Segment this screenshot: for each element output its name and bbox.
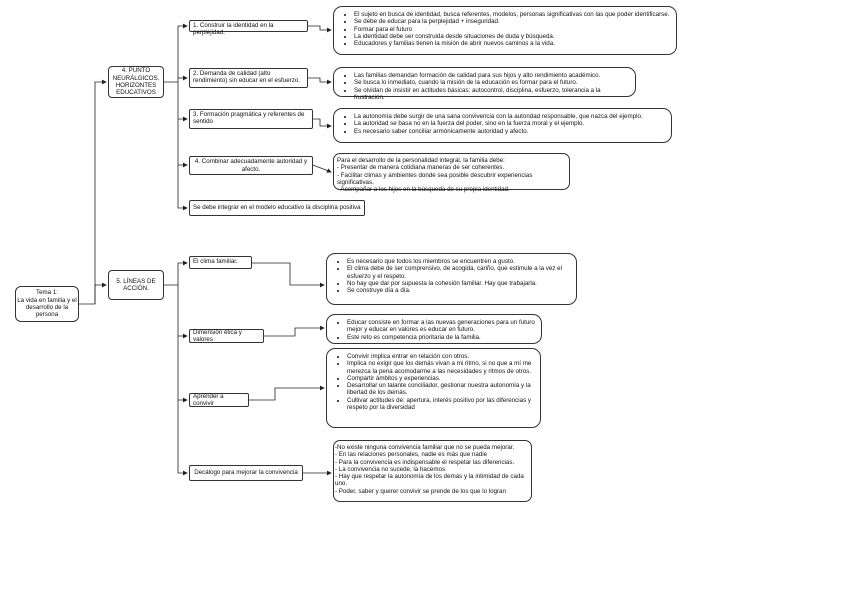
branch-clima-familiar: El clima familiar. bbox=[189, 256, 252, 269]
root-topic: Tema 1: La vida en familia y el desarrol… bbox=[15, 286, 79, 322]
detail-item: Cultivar actitudes de: apertura, interés… bbox=[347, 397, 534, 412]
connector-line bbox=[177, 400, 188, 476]
branch-formacion-pragmatica: 3. Formación pragmática y referentes de … bbox=[189, 109, 313, 129]
connector-line bbox=[264, 325, 325, 337]
detail-demanda-calidad: Las familias demandan formación de calid… bbox=[333, 67, 636, 101]
detail-item: La autoridad se basa no en la fuerza del… bbox=[354, 120, 665, 127]
connector-line bbox=[312, 164, 332, 173]
connector-line bbox=[313, 118, 332, 129]
connector-line bbox=[308, 77, 332, 85]
detail-line: - Poder, saber y querer convivir se pren… bbox=[335, 487, 506, 495]
detail-item: Educar consiste en formar a las nuevas g… bbox=[347, 319, 535, 334]
detail-line: - Presentar de manera cotidiana maneras … bbox=[337, 164, 505, 172]
detail-item: Educadores y familias tienen la misión d… bbox=[354, 40, 670, 47]
detail-item: Es necesario saber conciliar armónicamen… bbox=[354, 128, 665, 135]
detail-dimension-etica: Educar consiste en formar a las nuevas g… bbox=[326, 314, 542, 344]
detail-item: Convivir implica entrar en relación con … bbox=[347, 353, 534, 360]
connector-line bbox=[308, 25, 332, 33]
detail-item: Formar para el futuro bbox=[354, 26, 670, 33]
branch-autoridad-afecto: 4. Combinar adecuadamente autoridad y af… bbox=[189, 156, 313, 175]
detail-autoridad-afecto: Para el desarrollo de la personalidad in… bbox=[333, 153, 570, 194]
detail-line: Para el desarrollo de la personalidad in… bbox=[337, 157, 505, 164]
detail-item: Se construye día a día. bbox=[347, 287, 570, 294]
detail-item: Este reto es competencia prioritaria de … bbox=[347, 334, 535, 341]
detail-item: Las familias demandan formación de calid… bbox=[354, 72, 629, 79]
branch-construir-identidad: 1. Construir la identidad en la perpleji… bbox=[189, 20, 308, 36]
detail-item: Se busca lo inmediato, cuando la misión … bbox=[354, 79, 629, 86]
detail-item: La autonomía debe surgir de una sana con… bbox=[354, 113, 665, 120]
detail-item: El clima debe de ser comprensivo, de aco… bbox=[347, 265, 570, 280]
detail-line: - La convivencia no sucede, la hacemos bbox=[335, 465, 446, 473]
branch-decalogo-convivencia: Decálogo para mejorar la convivencia bbox=[189, 465, 303, 481]
detail-item: No hay que dar por supuesta la cohesión … bbox=[347, 280, 570, 287]
connector-line bbox=[177, 82, 188, 122]
detail-formacion-pragmatica: La autonomía debe surgir de una sana con… bbox=[333, 108, 672, 143]
detail-item: Compartir ámbitos y experiencias. bbox=[347, 375, 534, 382]
detail-line: - En las relaciones personales, nadie es… bbox=[335, 451, 488, 459]
connector-line bbox=[177, 285, 188, 339]
connector-line bbox=[252, 262, 325, 288]
detail-line: - Para la convivencia es indispensable e… bbox=[335, 458, 515, 466]
connector-line bbox=[94, 282, 107, 304]
branch-demanda-calidad: 2. Demanda de calidad (alto rendimiento)… bbox=[189, 68, 308, 88]
detail-decalogo-convivencia: -No existe ninguna convivencia familiar … bbox=[333, 440, 532, 502]
connector-line bbox=[164, 260, 188, 286]
branch-disciplina-positiva: Se debe integrar en el modelo educativo … bbox=[189, 200, 365, 216]
connector-line bbox=[249, 385, 325, 401]
connector-line bbox=[164, 23, 188, 83]
connector-line bbox=[177, 119, 188, 168]
detail-item: Se debe de educar para la perplejidad + … bbox=[354, 18, 670, 25]
detail-line: - Acompañar a los hijos en la búsqueda d… bbox=[337, 186, 510, 194]
detail-item: Implica no exigir que los demás vivan a … bbox=[347, 360, 534, 375]
detail-item: El sujeto en busca de identidad, busca r… bbox=[354, 11, 670, 18]
branch-dimension-etica: Dimensión ética y valores bbox=[189, 329, 264, 343]
detail-item: Desarrollar un talante conciliador, gest… bbox=[347, 382, 534, 397]
detail-clima-familiar: Es necesario que todos los miembros se e… bbox=[326, 253, 577, 305]
section-lineas-accion: 5. LÍNEAS DE ACCIÓN. bbox=[108, 270, 164, 300]
detail-item: Se olvidan de insistir en actitudes bási… bbox=[354, 87, 629, 102]
detail-line: - Facilitar climas y ambientes donde sea… bbox=[337, 171, 533, 186]
detail-item: La identidad debe ser construida desde s… bbox=[354, 33, 670, 40]
detail-line: - Hay que respetar la autonomía de los d… bbox=[335, 473, 524, 488]
connector-line bbox=[79, 79, 107, 305]
detail-item: Es necesario que todos los miembros se e… bbox=[347, 258, 570, 265]
connector-line bbox=[177, 336, 188, 403]
detail-aprender-convivir: Convivir implica entrar en relación con … bbox=[326, 348, 541, 428]
section-puntos-neuralgicos: 4. PUNTO NEURÁLGICOS. HORIZONTES EDUCATI… bbox=[108, 66, 164, 98]
detail-construir-identidad: El sujeto en busca de identidad, busca r… bbox=[333, 6, 677, 55]
branch-aprender-convivir: Aprender a convivir bbox=[189, 393, 249, 407]
connector-line bbox=[177, 165, 188, 211]
detail-line: -No existe ninguna convivencia familiar … bbox=[335, 444, 515, 451]
